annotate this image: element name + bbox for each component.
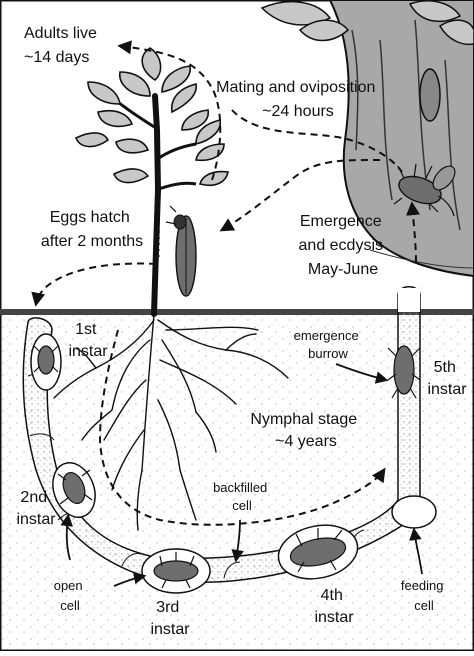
label-feeding-cell: feeding cell — [401, 578, 447, 613]
nymph-5th-instar — [387, 345, 421, 399]
adult-cicada-ovipositing — [165, 205, 197, 297]
label-3rd-instar: 3rd instar — [150, 599, 190, 638]
nymph-1st-instar — [33, 345, 59, 375]
label-emergence-burrow: emergence burrow — [294, 328, 363, 361]
label-open-cell: open cell — [54, 578, 87, 613]
label-2nd-instar: 2nd instar — [16, 489, 56, 528]
label-eggs-hatch: Eggs hatch after 2 months — [41, 209, 143, 250]
label-emergence-ecdysis: Emergence and ecdysis May-June — [299, 213, 388, 278]
nymph-3rd-instar — [153, 552, 199, 589]
label-backfilled-cell: backfilled cell — [213, 480, 271, 513]
label-mating-oviposition: Mating and oviposition ~24 hours — [216, 79, 380, 120]
nymph-4th-instar — [289, 528, 347, 573]
sapling — [74, 47, 229, 317]
ground-line — [0, 309, 474, 315]
label-1st-instar: 1st instar — [68, 321, 108, 360]
tree-leaves — [260, 0, 474, 46]
label-4th-instar: 4th instar — [314, 587, 354, 626]
pointer-arrows — [60, 363, 423, 587]
sapling-roots — [53, 313, 289, 531]
egg-scars — [156, 231, 160, 257]
nymph-2nd-instar — [57, 469, 93, 505]
life-cycle-arrows — [31, 40, 420, 526]
label-nymphal-stage: Nymphal stage ~4 years — [250, 411, 361, 450]
label-adults-live: Adults live ~14 days — [24, 25, 101, 66]
tree-trunk — [328, 0, 474, 278]
emerging-adult-cicada — [393, 163, 456, 217]
label-5th-instar: 5th instar — [427, 359, 467, 398]
mating-arrow — [231, 109, 403, 173]
